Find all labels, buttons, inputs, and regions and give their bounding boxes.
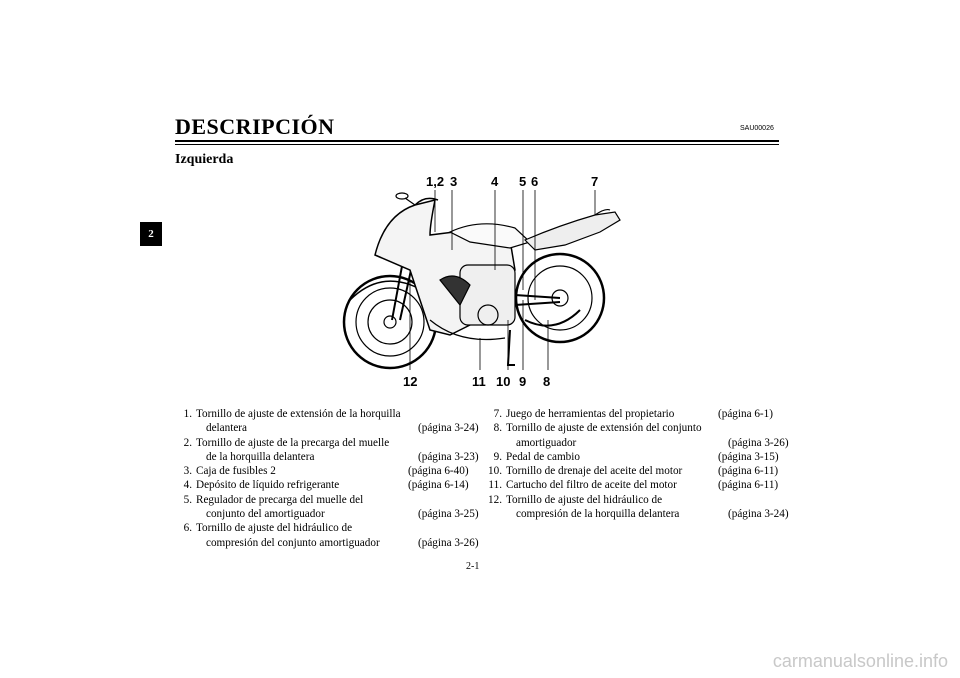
callout-5: 5 — [519, 174, 527, 189]
list-item: 4. Depósito de líquido refrigerante (págin… — [180, 478, 469, 492]
item-page-ref: (página 6-11) — [718, 479, 779, 492]
section-subtitle: Izquierda — [175, 152, 234, 167]
motorcycle-figure: 1,2 3 4 5 6 7 12 11 10 9 8 — [330, 170, 630, 395]
item-page-ref: (página 6-11) — [718, 465, 779, 478]
item-number — [488, 507, 502, 521]
list-item: 10. Tornillo de drenaje del aceite del mo… — [488, 464, 780, 478]
item-text: Tornillo de ajuste de la precarga del mu… — [196, 436, 390, 449]
item-number: 9. — [493, 450, 502, 463]
list-item: 5. Regulador de precarga del muelle del — [180, 493, 466, 507]
list-item: 12. Tornillo de ajuste del hidráulico de — [488, 493, 780, 507]
item-text: amortiguador — [516, 436, 577, 449]
item-number: 10. — [488, 465, 502, 478]
item-number: 1. — [183, 408, 192, 420]
item-number: 8. — [493, 422, 502, 435]
page-title: DESCRIPCIÓN — [175, 114, 335, 139]
title-rule — [175, 140, 779, 142]
item-text: Pedal de cambio — [506, 450, 580, 463]
list-item: delantera (página 3-24) — [180, 421, 479, 435]
page-number: 2-1 — [466, 561, 480, 572]
item-page-ref: (página 3-24) — [728, 508, 789, 521]
chapter-tab: 2 — [140, 222, 162, 246]
item-number: 11. — [488, 479, 502, 492]
item-number: 3. — [183, 465, 192, 478]
parts-list-left: 1. Tornillo de ajuste de extensión de la … — [180, 407, 479, 550]
item-text: Tornillo de ajuste de extensión del conj… — [506, 422, 702, 435]
item-number — [180, 450, 192, 464]
callout-3: 3 — [450, 174, 458, 189]
list-item: compresión del conjunto amortiguador (pág… — [180, 536, 479, 550]
list-item: 7. Juego de herramientas del propietario (… — [488, 407, 780, 421]
item-text: delantera — [206, 422, 247, 435]
item-number: 7. — [493, 408, 502, 420]
item-number: 5. — [183, 493, 192, 506]
item-text: Regulador de precarga del muelle del — [196, 493, 364, 506]
item-text: Tornillo de ajuste de extensión de la ho… — [196, 408, 401, 420]
list-item: de la horquilla delantera (página 3-23) — [180, 450, 479, 464]
parts-list-right: 7. Juego de herramientas del propietario (… — [488, 407, 789, 521]
watermark: carmanualsonline.info — [772, 651, 948, 671]
item-page-ref: (página 6-40) — [408, 465, 469, 478]
item-page-ref: (página 3-24) — [418, 422, 479, 435]
item-text: Caja de fusibles 2 — [196, 465, 276, 478]
callout-6: 6 — [531, 174, 539, 189]
callout-9: 9 — [519, 374, 527, 389]
list-item: 3. Caja de fusibles 2 (página 6-40) — [180, 464, 469, 478]
callout-1-2: 1,2 — [426, 174, 445, 189]
item-number — [488, 436, 502, 450]
callout-11: 11 — [472, 374, 486, 389]
item-page-ref: (página 3-23) — [418, 450, 479, 463]
item-number: 2. — [183, 436, 192, 449]
list-item: 9. Pedal de cambio (página 3-15) — [488, 450, 780, 464]
callout-7: 7 — [591, 174, 599, 189]
list-item: 1. Tornillo de ajuste de extensión de la … — [180, 407, 466, 421]
item-number — [180, 507, 192, 521]
callout-10: 10 — [496, 374, 511, 389]
item-text: compresión del conjunto amortiguador — [206, 536, 380, 549]
item-number — [180, 421, 192, 435]
list-item: 6. Tornillo de ajuste del hidráulico de — [180, 521, 466, 535]
callout-8: 8 — [543, 374, 551, 389]
item-number — [180, 536, 192, 550]
title-rule-thin — [175, 144, 779, 145]
list-item: 2. Tornillo de ajuste de la precarga del … — [180, 436, 466, 450]
item-text: Depósito de líquido refrigerante — [196, 479, 340, 492]
motorcycle-illustration — [342, 190, 621, 370]
item-text: Tornillo de ajuste del hidráulico de — [506, 493, 663, 506]
item-page-ref: (página 6-1) — [718, 408, 773, 420]
item-text: Cartucho del filtro de aceite del motor — [506, 479, 677, 492]
item-text: de la horquilla delantera — [206, 450, 315, 463]
item-page-ref: (página 3-15) — [718, 450, 779, 463]
item-number: 6. — [183, 522, 192, 535]
list-item: 8. Tornillo de ajuste de extensión del co… — [488, 421, 780, 435]
document-code: SAU00026 — [740, 125, 774, 132]
item-page-ref: (página 3-25) — [418, 508, 479, 521]
item-text: compresión de la horquilla delantera — [516, 508, 680, 521]
callout-4: 4 — [491, 174, 499, 189]
item-text: Juego de herramientas del propietario — [506, 408, 675, 420]
callout-12: 12 — [403, 374, 418, 389]
item-page-ref: (página 6-14) — [408, 479, 469, 492]
list-item: compresión de la horquilla delantera (pág… — [488, 507, 789, 521]
list-item: conjunto del amortiguador (página 3-25) — [180, 507, 479, 521]
item-page-ref: (página 3-26) — [728, 436, 789, 449]
item-text: Tornillo de drenaje del aceite del motor — [506, 465, 683, 478]
list-item: 11. Cartucho del filtro de aceite del mot… — [488, 478, 780, 492]
item-number: 12. — [488, 493, 502, 506]
list-item: amortiguador (página 3-26) — [488, 436, 789, 450]
item-page-ref: (página 3-26) — [418, 536, 479, 549]
item-text: Tornillo de ajuste del hidráulico de — [196, 522, 353, 535]
item-number: 4. — [183, 479, 192, 492]
item-text: conjunto del amortiguador — [206, 508, 325, 521]
